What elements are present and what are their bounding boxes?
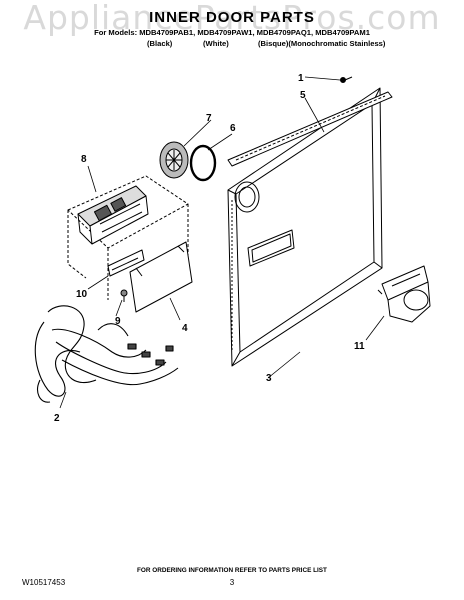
callout-5: 5	[300, 90, 306, 101]
screw	[340, 76, 353, 83]
small-screw	[120, 289, 128, 302]
callout-9: 9	[115, 316, 121, 327]
vent-strip	[227, 91, 393, 167]
ordering-footer: FOR ORDERING INFORMATION REFER TO PARTS …	[137, 567, 327, 574]
page-title: INNER DOOR PARTS	[149, 9, 315, 26]
dispenser-assembly	[77, 185, 149, 245]
vent-cap	[159, 141, 189, 179]
callout-7: 7	[206, 113, 212, 124]
color-bisque: (Bisque)(Monochromatic Stainless)	[258, 39, 386, 48]
leader-lines	[59, 76, 385, 409]
callout-8: 8	[81, 154, 87, 165]
callout-11: 11	[354, 341, 365, 352]
callout-numbers: 1 2 3 4 5 6 7 8 9 10 11	[54, 73, 365, 424]
page-number: 3	[229, 578, 235, 587]
insulation-shield	[129, 241, 193, 313]
models-line: For Models: MDB4709PAB1, MDB4709PAW1, MD…	[94, 28, 370, 37]
watermark: AppliancePartsPros.com	[23, 0, 441, 37]
bracket	[107, 249, 145, 277]
wire-harness	[34, 305, 179, 403]
inner-door-panel	[227, 87, 383, 367]
callout-1: 1	[298, 73, 304, 84]
o-ring	[189, 144, 217, 182]
document-number: W10517453	[22, 578, 66, 587]
color-white: (White)	[203, 39, 229, 48]
callout-3: 3	[266, 373, 272, 384]
callout-2: 2	[54, 413, 60, 424]
callout-6: 6	[230, 123, 236, 134]
door-latch	[377, 265, 431, 323]
callout-10: 10	[76, 289, 88, 300]
color-black: (Black)	[147, 39, 173, 48]
callout-4: 4	[182, 323, 188, 334]
